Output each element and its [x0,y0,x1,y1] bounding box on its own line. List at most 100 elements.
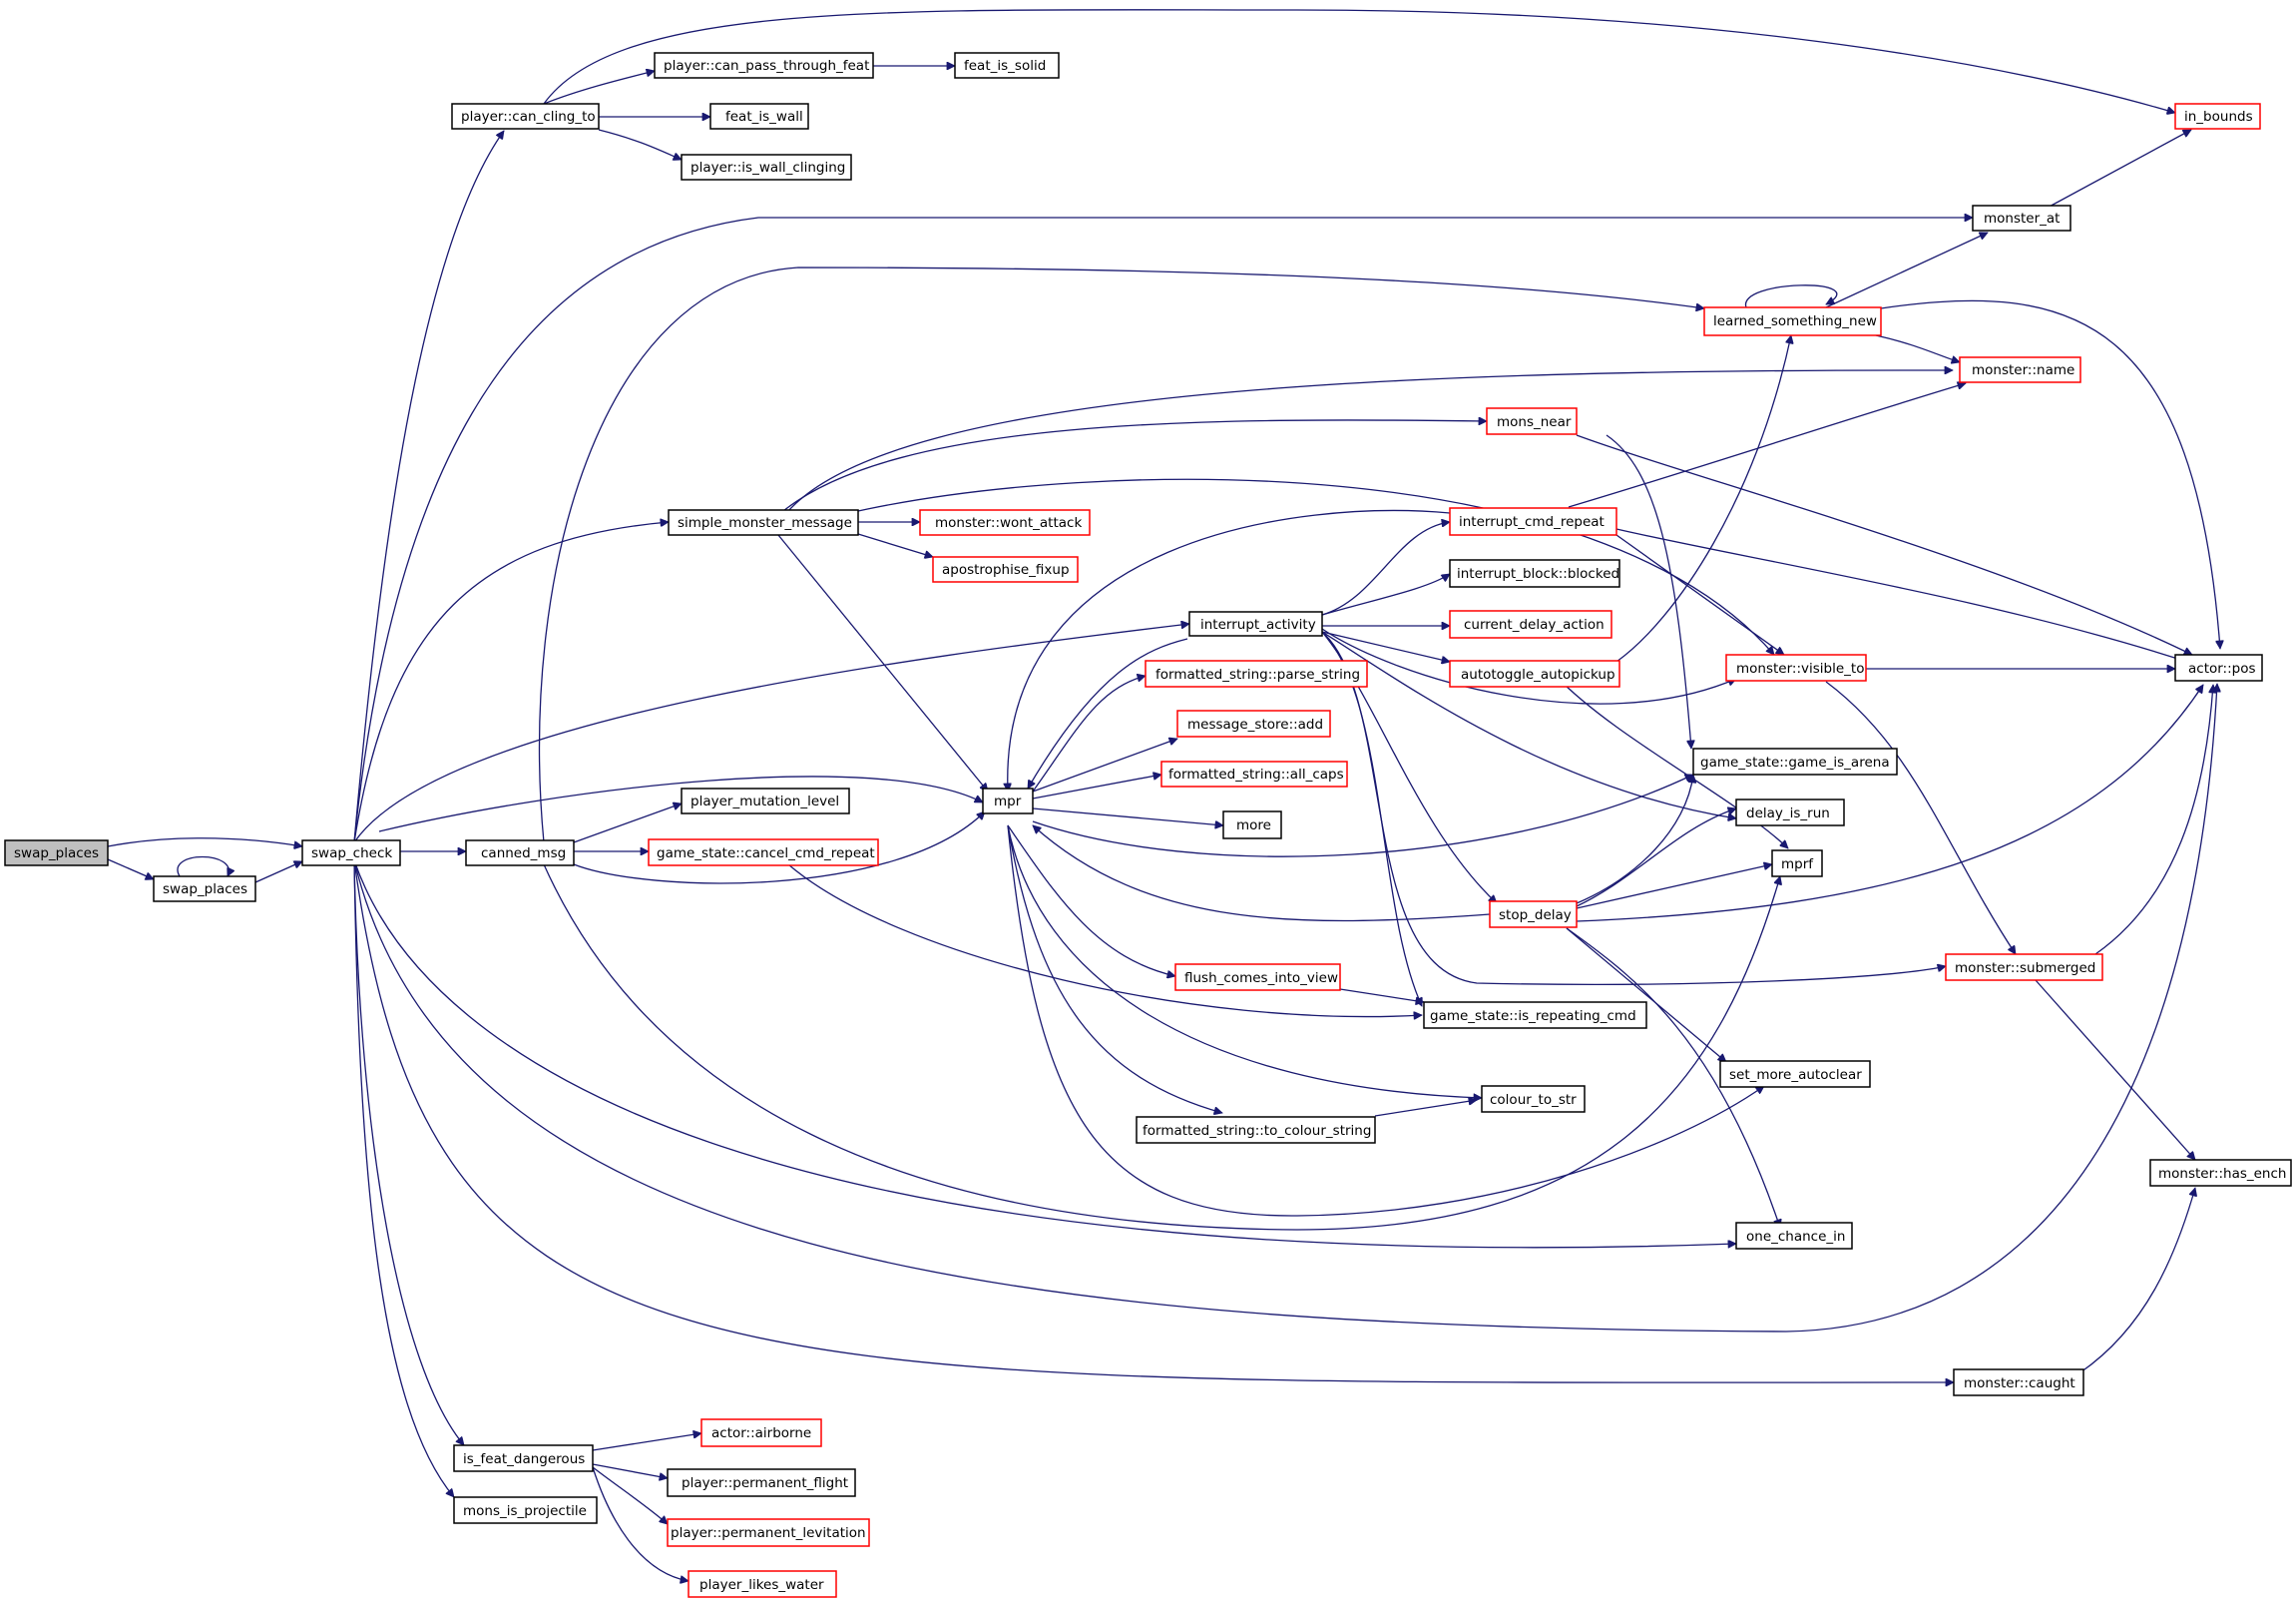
node-label: monster::has_ench [2158,1166,2286,1182]
edge [543,9,2175,113]
edge [1321,573,1450,616]
node-simple-monster-message[interactable]: simple_monster_message [668,509,859,536]
edge [1321,631,1736,818]
node-label: player::permanent_levitation [671,1525,866,1541]
node-label: flush_comes_into_view [1184,970,1338,986]
node-monster-wont-attack[interactable]: monster::wont_attack [919,509,1091,536]
edge [1027,638,1188,789]
node-delay-is-run[interactable]: delay_is_run [1735,799,1845,826]
edge [2045,129,2191,210]
node-monster-submerged[interactable]: monster::submerged [1945,953,2103,981]
node-monster-visible-to[interactable]: monster::visible_to [1725,654,1867,682]
node-label: set_more_autoclear [1729,1067,1862,1083]
edge [1007,824,1175,976]
node-one-chance-in[interactable]: one_chance_in [1735,1222,1853,1250]
node-player-mutation-level[interactable]: player_mutation_level [681,788,850,814]
node-interrupt-activity[interactable]: interrupt_activity [1188,611,1323,637]
edge [1576,434,2192,656]
node-swap-places-root[interactable]: swap_places [4,839,109,866]
node-mons-is-projectile[interactable]: mons_is_projectile [453,1496,598,1524]
edge [592,1433,701,1451]
node-mprf[interactable]: mprf [1771,849,1823,877]
edge [1825,681,2017,954]
node-label: actor::pos [2188,661,2256,677]
node-feat-is-wall[interactable]: feat_is_wall [709,103,809,130]
edge [1032,775,1161,800]
edge [353,859,454,1497]
node-current-delay-action[interactable]: current_delay_action [1449,610,1612,639]
node-permanent-flight[interactable]: player::permanent_flight [667,1468,856,1497]
node-can-pass-through-feat[interactable]: player::can_pass_through_feat [654,52,874,79]
edge [353,859,1736,1249]
node-feat-is-solid[interactable]: feat_is_solid [954,52,1060,79]
edge [177,855,229,877]
edge [353,522,669,843]
edge [353,684,2217,1333]
edge [787,370,1953,512]
node-mons-near[interactable]: mons_near [1486,407,1578,435]
edge [777,534,988,792]
node-label: feat_is_solid [964,58,1046,74]
node-interrupt-block-blocked[interactable]: interrupt_block::blocked [1449,559,1620,588]
node-player-likes-water[interactable]: player_likes_water [688,1570,837,1598]
node-monster-name[interactable]: monster::name [1959,356,2081,383]
node-label: monster_at [1984,211,2060,227]
edge [1032,807,1223,825]
node-label: game_state::game_is_arena [1700,755,1890,771]
node-label: one_chance_in [1746,1229,1845,1245]
node-all-caps[interactable]: formatted_string::all_caps [1160,761,1348,788]
node-cancel-cmd-repeat[interactable]: game_state::cancel_cmd_repeat [648,838,879,866]
edge [1032,676,1146,793]
node-message-store-add[interactable]: message_store::add [1176,710,1331,738]
node-can-cling-to[interactable]: player::can_cling_to [451,103,600,130]
node-more[interactable]: more [1222,810,1282,839]
node-label: player::permanent_flight [682,1475,848,1491]
edge [592,1466,668,1524]
node-flush-comes-into-view[interactable]: flush_comes_into_view [1174,963,1341,991]
node-canned-msg[interactable]: canned_msg [465,839,575,866]
node-is-wall-clinging[interactable]: player::is_wall_clinging [681,154,852,181]
edge [353,859,464,1445]
edge [1576,864,1772,909]
node-in-bounds[interactable]: in_bounds [2174,103,2261,130]
edge [1880,299,2220,649]
node-label: monster::submerged [1955,960,2095,976]
node-is-repeating-cmd[interactable]: game_state::is_repeating_cmd [1423,1001,1647,1029]
edge [1576,808,1736,907]
node-monster-caught[interactable]: monster::caught [1953,1368,2084,1396]
node-label: mons_is_projectile [463,1503,587,1519]
node-autotoggle-autopickup[interactable]: autotoggle_autopickup [1449,660,1620,688]
node-game-is-arena[interactable]: game_state::game_is_arena [1692,748,1898,776]
edge [1007,824,1222,1113]
edge [1615,335,1791,663]
node-learned-something-new[interactable]: learned_something_new [1703,306,1882,336]
node-stop-delay[interactable]: stop_delay [1489,900,1578,928]
node-mpr[interactable]: mpr [982,788,1034,814]
node-is-feat-dangerous[interactable]: is_feat_dangerous [453,1444,594,1472]
edge [1576,775,1693,904]
node-monster-has-ench[interactable]: monster::has_ench [2149,1159,2292,1187]
node-to-colour-string[interactable]: formatted_string::to_colour_string [1136,1116,1376,1144]
edge [1576,685,2204,922]
node-permanent-levitation[interactable]: player::permanent_levitation [667,1518,870,1547]
edge [1556,676,1788,848]
node-monster-at[interactable]: monster_at [1972,205,2071,232]
node-apostrophise-fixup[interactable]: apostrophise_fixup [932,556,1079,583]
node-label: formatted_string::to_colour_string [1143,1123,1371,1139]
node-label: monster::name [1972,362,2074,378]
node-parse-string[interactable]: formatted_string::parse_string [1145,660,1368,688]
node-swap-check[interactable]: swap_check [301,839,401,866]
node-label: player_mutation_level [690,794,839,809]
node-swap-places[interactable]: swap_places [153,875,256,902]
node-label: monster::caught [1964,1375,2075,1391]
node-colour-to-str[interactable]: colour_to_str [1481,1085,1586,1113]
node-set-more-autoclear[interactable]: set_more_autoclear [1719,1060,1871,1088]
edge [2094,685,2213,955]
edge [543,863,1780,1231]
node-label: is_feat_dangerous [463,1451,585,1467]
node-actor-airborne[interactable]: actor::airborne [700,1418,822,1447]
edge [538,267,1704,843]
node-actor-pos[interactable]: actor::pos [2174,654,2263,682]
edge [1374,1100,1477,1117]
node-interrupt-cmd-repeat[interactable]: interrupt_cmd_repeat [1449,507,1617,536]
